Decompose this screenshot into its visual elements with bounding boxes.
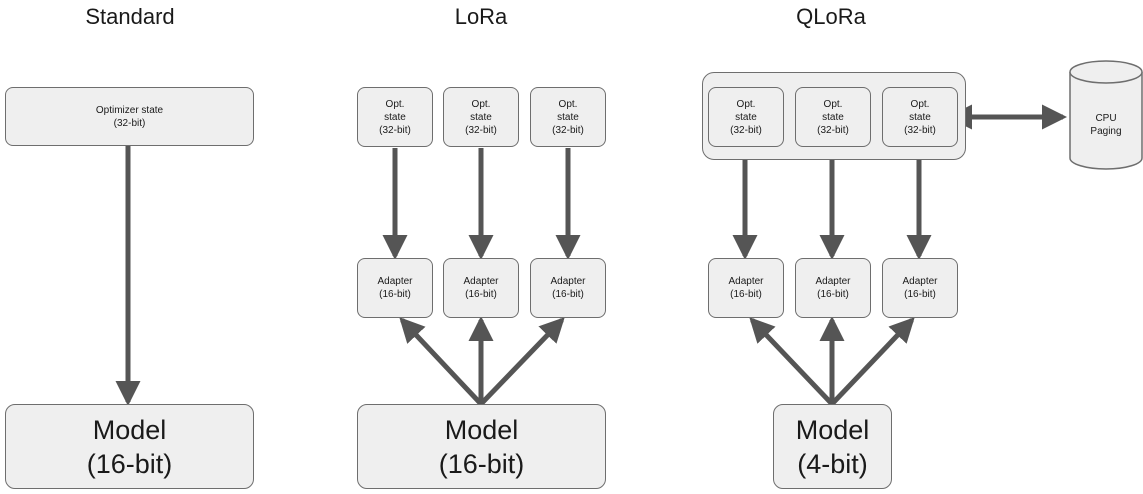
qlora-opt-state-box: Opt. state (32-bit) — [708, 87, 784, 147]
standard-title: Standard — [85, 4, 175, 29]
arrow-lora-model-to-adapter1 — [399, 317, 483, 406]
lora-title: LoRa — [454, 4, 508, 29]
cpu-paging-cylinder — [1069, 60, 1143, 170]
lora-adapter-box: Adapter (16-bit) — [530, 258, 606, 318]
lora-adapter-box: Adapter (16-bit) — [357, 258, 433, 318]
qlora-title: QLoRa — [796, 4, 866, 29]
cpu-paging-label: CPU Paging — [1090, 113, 1122, 137]
qlora-opt-state-box: Opt. state (32-bit) — [795, 87, 871, 147]
arrow-lora-model-to-adapter3 — [479, 317, 565, 406]
qlora-model-box: Model (4-bit) — [773, 404, 892, 489]
qlora-opt-state-box: Opt. state (32-bit) — [882, 87, 958, 147]
standard-model-box: Model (16-bit) — [5, 404, 254, 489]
arrow-qlora-model-to-adapter3 — [830, 317, 915, 406]
lora-opt-state-box: Opt. state (32-bit) — [357, 87, 433, 147]
standard-optimizer-state-box: Optimizer state (32-bit) — [5, 87, 254, 146]
lora-adapter-box: Adapter (16-bit) — [443, 258, 519, 318]
lora-model-box: Model (16-bit) — [357, 404, 606, 489]
qlora-adapter-box: Adapter (16-bit) — [882, 258, 958, 318]
lora-opt-state-box: Opt. state (32-bit) — [530, 87, 606, 147]
lora-opt-state-box: Opt. state (32-bit) — [443, 87, 519, 147]
qlora-adapter-box: Adapter (16-bit) — [795, 258, 871, 318]
arrow-qlora-model-to-adapter1 — [749, 317, 834, 406]
qlora-adapter-box: Adapter (16-bit) — [708, 258, 784, 318]
